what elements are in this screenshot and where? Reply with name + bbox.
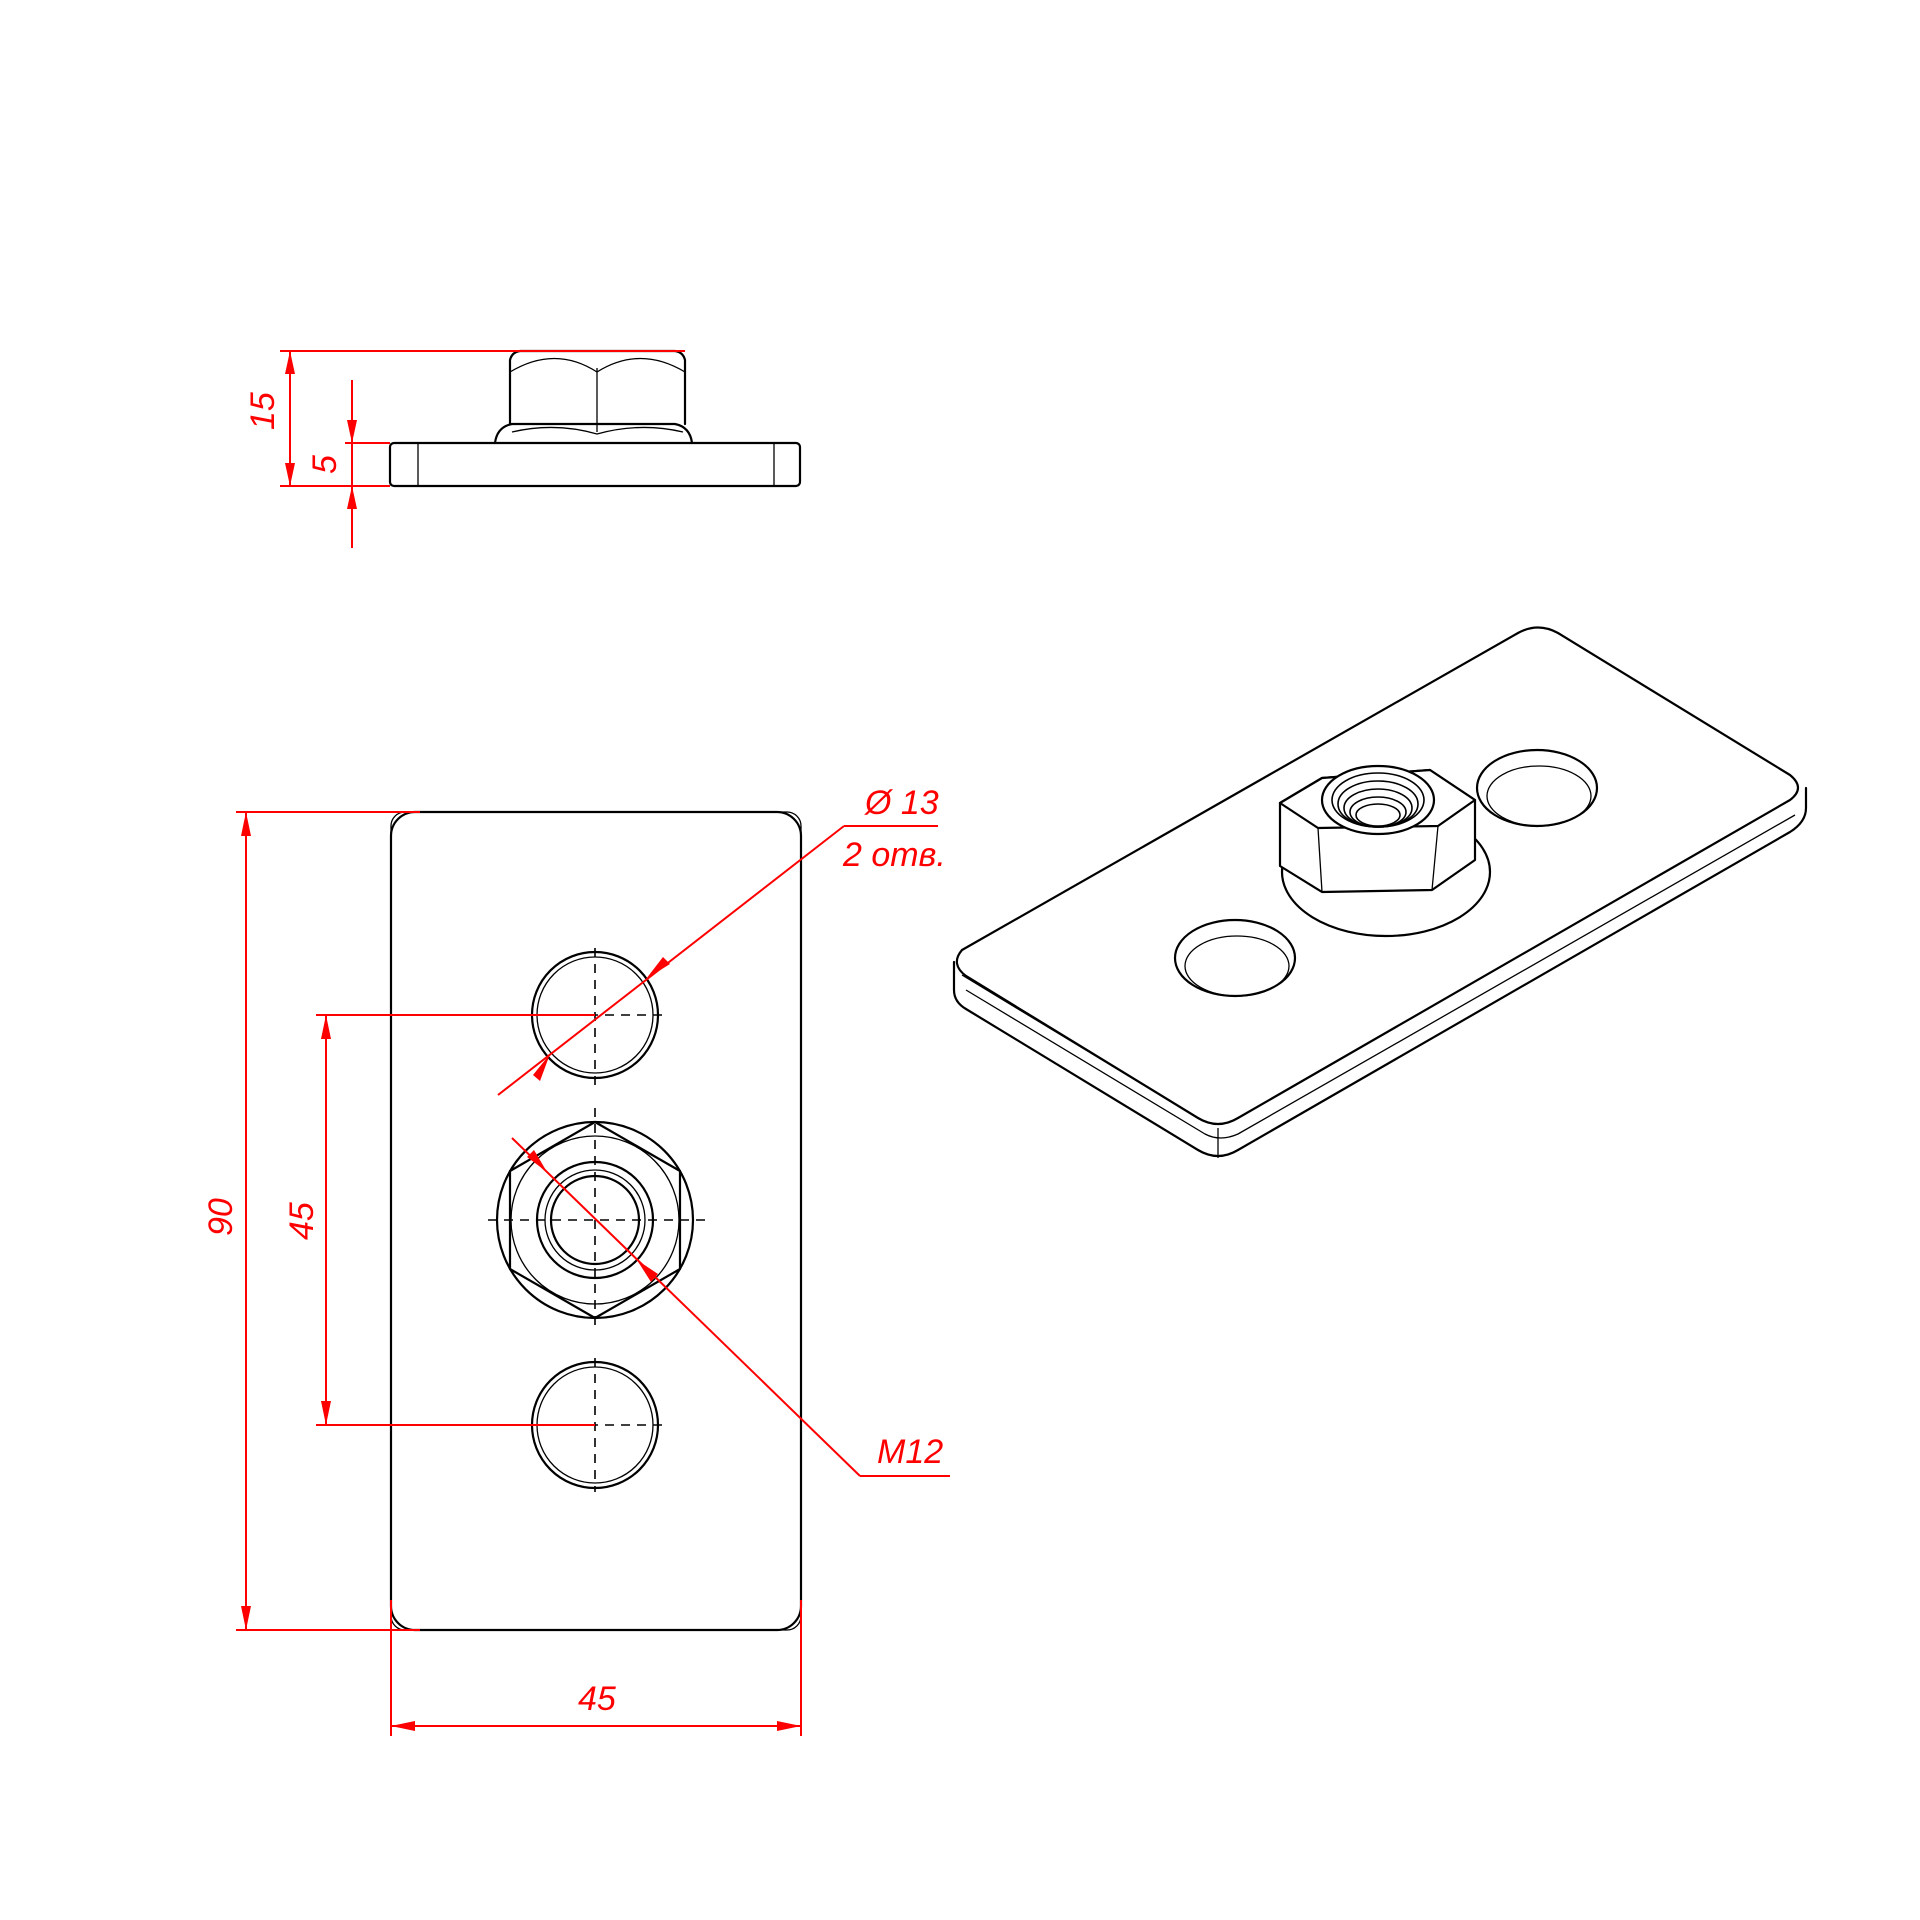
dim-5-label: 5 [306, 455, 344, 474]
dim-15-arrow-bottom [285, 463, 295, 486]
dim-45-spacing-arrow-top [321, 1015, 331, 1039]
dim-thread-arrow-outer [527, 1150, 547, 1172]
dim-45-width-label: 45 [578, 1680, 616, 1718]
side-view-plate [388, 441, 802, 488]
iso-hex-nut-edge-1 [1317, 827, 1323, 893]
iso-plate-edge-lower [965, 814, 1796, 1139]
dim-diameter-arrow-upper [646, 957, 670, 979]
iso-thread-5 [1355, 803, 1401, 827]
dim-90-label: 90 [202, 1198, 240, 1236]
dim-45-spacing-label: 45 [283, 1202, 321, 1240]
isometric-view [952, 626, 1808, 1158]
dim-90-arrow-top [241, 812, 251, 836]
iso-nut-bore [1320, 764, 1436, 836]
top-view-plate [389, 810, 803, 1632]
dim-45-width-arrow-right [777, 1721, 801, 1731]
dim-45-spacing-arrow-bottom [321, 1401, 331, 1425]
side-view [388, 349, 802, 488]
dim-diameter-leader [497, 825, 845, 1096]
iso-plate-edge-front-left [961, 974, 1199, 1119]
dim-15-label: 15 [244, 392, 282, 430]
dim-45-width-arrow-left [391, 1721, 415, 1731]
dim-diameter-arrow-lower [533, 1054, 550, 1081]
side-view-dimensions: 15 5 [244, 350, 685, 548]
side-view-nut-chamfer-bottom [511, 426, 684, 435]
dim-hole-count-label: 2 отв. [842, 836, 946, 874]
top-view-plate-fillet [390, 811, 802, 1631]
iso-hex-nut-edge-2 [1431, 825, 1439, 891]
dim-thread-arrow-inner [637, 1260, 658, 1282]
iso-hole-right-inner [1486, 765, 1592, 827]
dim-5-arrow-top [347, 420, 357, 443]
top-view [389, 810, 803, 1632]
dim-5-arrow-bottom [347, 486, 357, 509]
iso-hole-left-inner [1184, 935, 1290, 997]
top-view-dimensions: 90 45 45 Ø 13 2 отв. M12 [202, 784, 950, 1736]
dim-thread-label: M12 [877, 1433, 943, 1471]
iso-thread-4 [1349, 796, 1407, 828]
dim-thread-leader [511, 1137, 861, 1477]
dim-diameter-label: Ø 13 [864, 784, 939, 822]
side-view-nut-flange [493, 422, 694, 445]
dim-90-arrow-bottom [241, 1606, 251, 1630]
dim-15-arrow-top [285, 351, 295, 374]
